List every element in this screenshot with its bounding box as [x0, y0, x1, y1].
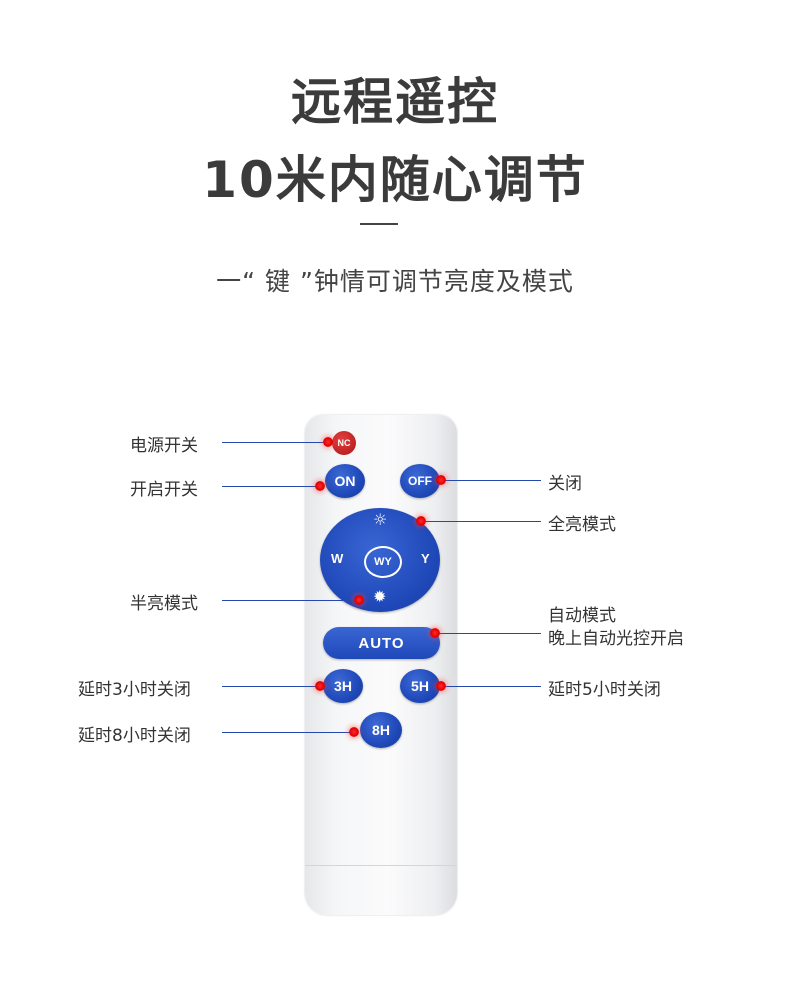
timer-3h-button[interactable]: 3H: [323, 669, 363, 703]
label-auto-1: 自动模式: [548, 606, 616, 626]
marker-auto: [430, 628, 440, 638]
off-button[interactable]: OFF: [400, 464, 440, 498]
callout-line-on: [222, 486, 318, 487]
tagline: 一“ 键 ”钟情可调节亮度及模式: [216, 267, 574, 296]
label-8h: 延时8小时关闭: [78, 726, 191, 746]
marker-full: [416, 516, 426, 526]
label-half: 半亮模式: [130, 594, 198, 614]
remote-control: [305, 415, 457, 915]
label-full: 全亮模式: [548, 515, 616, 535]
remote-seam: [305, 865, 457, 866]
marker-power: [323, 437, 333, 447]
warm-button[interactable]: W: [331, 551, 344, 566]
divider: [360, 223, 398, 225]
wy-center-button[interactable]: WY: [364, 546, 402, 578]
marker-on: [315, 481, 325, 491]
callout-line-3h: [222, 686, 318, 687]
timer-5h-button[interactable]: 5H: [400, 669, 440, 703]
cool-button[interactable]: Y: [421, 551, 430, 566]
page-title: 远程遥控: [291, 73, 499, 131]
marker-3h: [315, 681, 325, 691]
marker-off: [436, 475, 446, 485]
callout-line-5h: [444, 686, 541, 687]
callout-line-8h: [222, 732, 352, 733]
page-subtitle-main: 10米内随心调节: [202, 151, 588, 209]
label-5h: 延时5小时关闭: [548, 680, 661, 700]
label-auto-2: 晚上自动光控开启: [548, 629, 684, 649]
marker-half: [354, 595, 364, 605]
callout-line-half: [222, 600, 356, 601]
power-button[interactable]: NC: [332, 431, 356, 455]
callout-line-off: [444, 480, 541, 481]
callout-line-full: [424, 521, 541, 522]
callout-line-auto: [437, 633, 541, 634]
label-power: 电源开关: [130, 436, 198, 456]
sun-half-icon[interactable]: ✹: [373, 587, 387, 606]
label-on: 开启开关: [130, 480, 198, 500]
marker-5h: [436, 681, 446, 691]
auto-button[interactable]: AUTO: [323, 627, 440, 659]
label-3h: 延时3小时关闭: [78, 680, 191, 700]
on-button[interactable]: ON: [325, 464, 365, 498]
label-off: 关闭: [548, 474, 582, 494]
marker-8h: [349, 727, 359, 737]
sun-full-icon[interactable]: ☼: [373, 510, 388, 529]
timer-8h-button[interactable]: 8H: [360, 712, 402, 748]
callout-line-power: [222, 442, 328, 443]
